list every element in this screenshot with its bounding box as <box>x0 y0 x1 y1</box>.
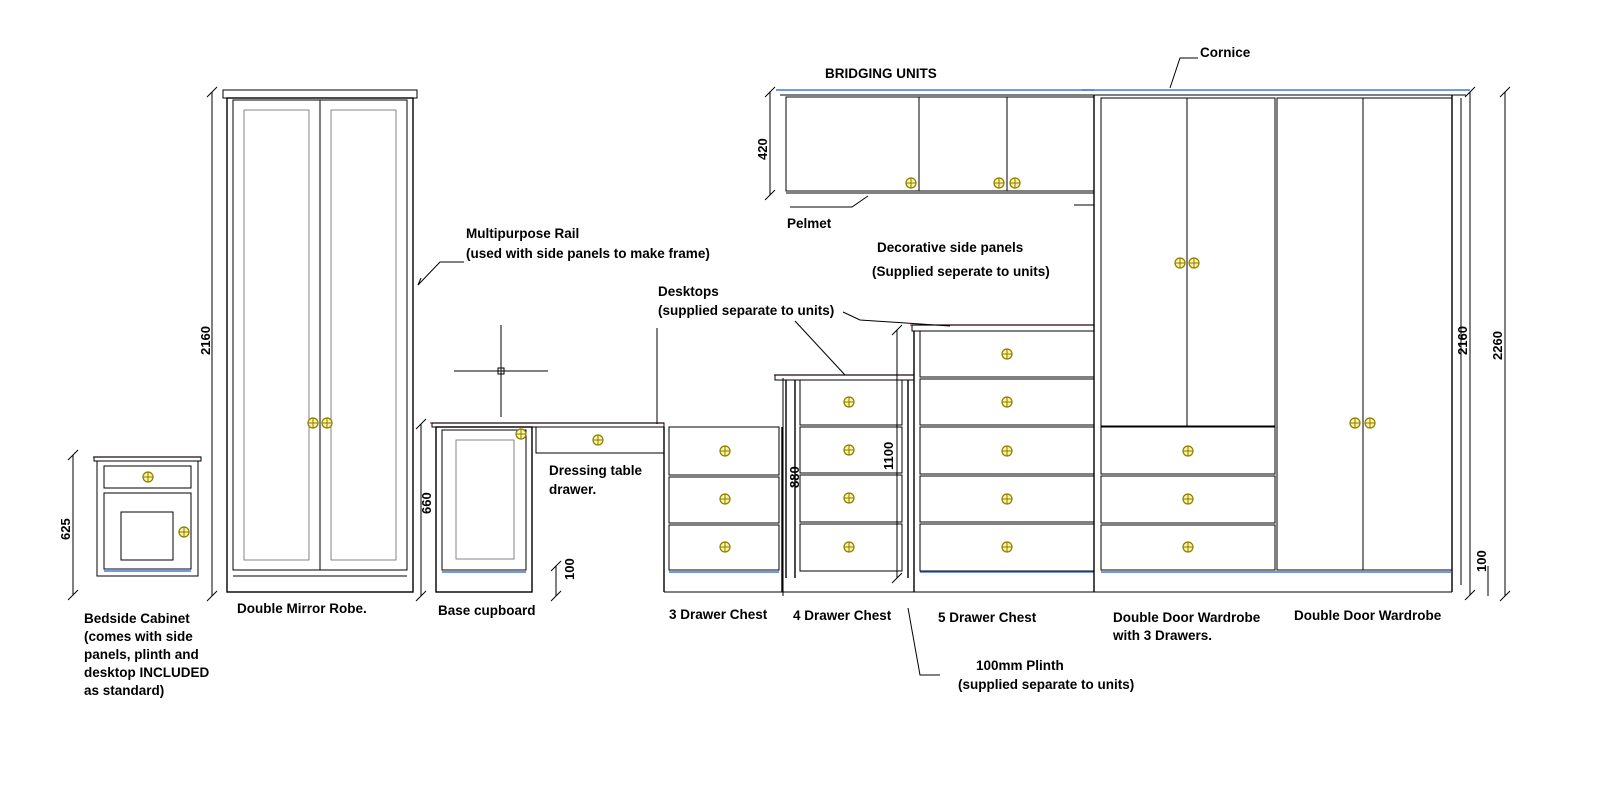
knob-icon <box>307 417 319 429</box>
three-drawer-chest <box>663 426 783 592</box>
wardrobe-drawers-caption-1: Double Door Wardrobe <box>1113 610 1261 625</box>
dim-robe: 2160 <box>198 326 213 355</box>
wardrobe-caption: Double Door Wardrobe <box>1294 608 1442 623</box>
knob-icon <box>515 428 527 440</box>
knob-icon <box>1182 445 1194 457</box>
desktops-label: Desktops <box>658 284 719 299</box>
knob-icon <box>719 541 731 553</box>
mirror-robe-caption: Double Mirror Robe. <box>237 601 367 616</box>
leader-lines <box>417 57 1198 676</box>
chest4-caption: 4 Drawer Chest <box>793 608 892 623</box>
dim-plinth-left: 100 <box>562 558 577 580</box>
dim-bedside: 625 <box>58 518 73 540</box>
bedside-caption-3: panels, plinth and <box>84 647 199 662</box>
chest3-caption: 3 Drawer Chest <box>669 607 768 622</box>
bridging-units-label: BRIDGING UNITS <box>825 66 937 81</box>
plinth-note: (supplied separate to units) <box>958 677 1134 692</box>
desktops-note: (supplied separate to units) <box>658 303 834 318</box>
knob-icon <box>1349 417 1361 429</box>
crosshair-cursor-icon <box>454 325 548 417</box>
wardrobes <box>664 89 1470 593</box>
knob-icon <box>719 445 731 457</box>
bedside-cabinet <box>93 456 202 577</box>
knob-icon <box>1001 493 1013 505</box>
knob-icon <box>142 471 154 483</box>
dim-wardrobe-height: 2160 <box>1455 326 1470 355</box>
knob-icon <box>1174 257 1186 269</box>
base-cupboard-caption: Base cupboard <box>438 603 536 618</box>
knob-icon <box>1188 257 1200 269</box>
knob-icon <box>843 541 855 553</box>
bedside-caption-2: (comes with side <box>84 629 193 644</box>
knob-icon <box>1001 348 1013 360</box>
decorative-panels-note: (Supplied seperate to units) <box>872 264 1050 279</box>
knob-icon <box>1009 177 1021 189</box>
chest5-caption: 5 Drawer Chest <box>938 610 1037 625</box>
knob-icon <box>843 492 855 504</box>
knob-icon <box>1001 445 1013 457</box>
knob-icon <box>1001 541 1013 553</box>
annotations: BRIDGING UNITS Cornice Pelmet Decorative… <box>84 45 1442 698</box>
dressing-drawer-note: drawer. <box>549 482 596 497</box>
dim-base: 660 <box>419 492 434 514</box>
knob-icon <box>905 177 917 189</box>
bedside-caption-1: Bedside Cabinet <box>84 611 190 626</box>
knob-icon <box>1182 541 1194 553</box>
cornice-label: Cornice <box>1200 45 1251 60</box>
base-cupboard <box>430 422 665 593</box>
knob-icon <box>321 417 333 429</box>
dimension-values: 625 2160 660 100 880 1100 420 2160 2260 … <box>58 138 1505 580</box>
rail-label: Multipurpose Rail <box>466 226 579 241</box>
plinth-label: 100mm Plinth <box>976 658 1064 673</box>
wardrobe-drawers-caption-2: with 3 Drawers. <box>1112 628 1212 643</box>
knob-handles <box>142 177 1376 553</box>
knob-icon <box>843 444 855 456</box>
pelmet-label: Pelmet <box>787 216 832 231</box>
five-drawer-chest <box>910 324 1095 592</box>
dim-bridging: 420 <box>755 138 770 160</box>
knob-icon <box>178 526 190 538</box>
knob-icon <box>719 493 731 505</box>
knob-icon <box>993 177 1005 189</box>
bridging-units <box>776 89 1095 206</box>
knob-icon <box>843 396 855 408</box>
bedside-caption-5: as standard) <box>84 683 164 698</box>
dim-total-height: 2260 <box>1490 331 1505 360</box>
bedside-caption-4: desktop INCLUDED <box>84 665 210 680</box>
dimension-lines <box>67 86 1511 602</box>
decorative-panels-label: Decorative side panels <box>877 240 1023 255</box>
dim-chest4: 880 <box>787 466 802 488</box>
dressing-drawer-label: Dressing table <box>549 463 643 478</box>
knob-icon <box>592 434 604 446</box>
dim-plinth-right: 100 <box>1474 550 1489 572</box>
double-mirror-robe <box>222 89 418 593</box>
dim-chest5: 1100 <box>881 442 896 470</box>
knob-icon <box>1364 417 1376 429</box>
knob-icon <box>1001 396 1013 408</box>
knob-icon <box>1182 493 1194 505</box>
rail-note: (used with side panels to make frame) <box>466 246 710 261</box>
